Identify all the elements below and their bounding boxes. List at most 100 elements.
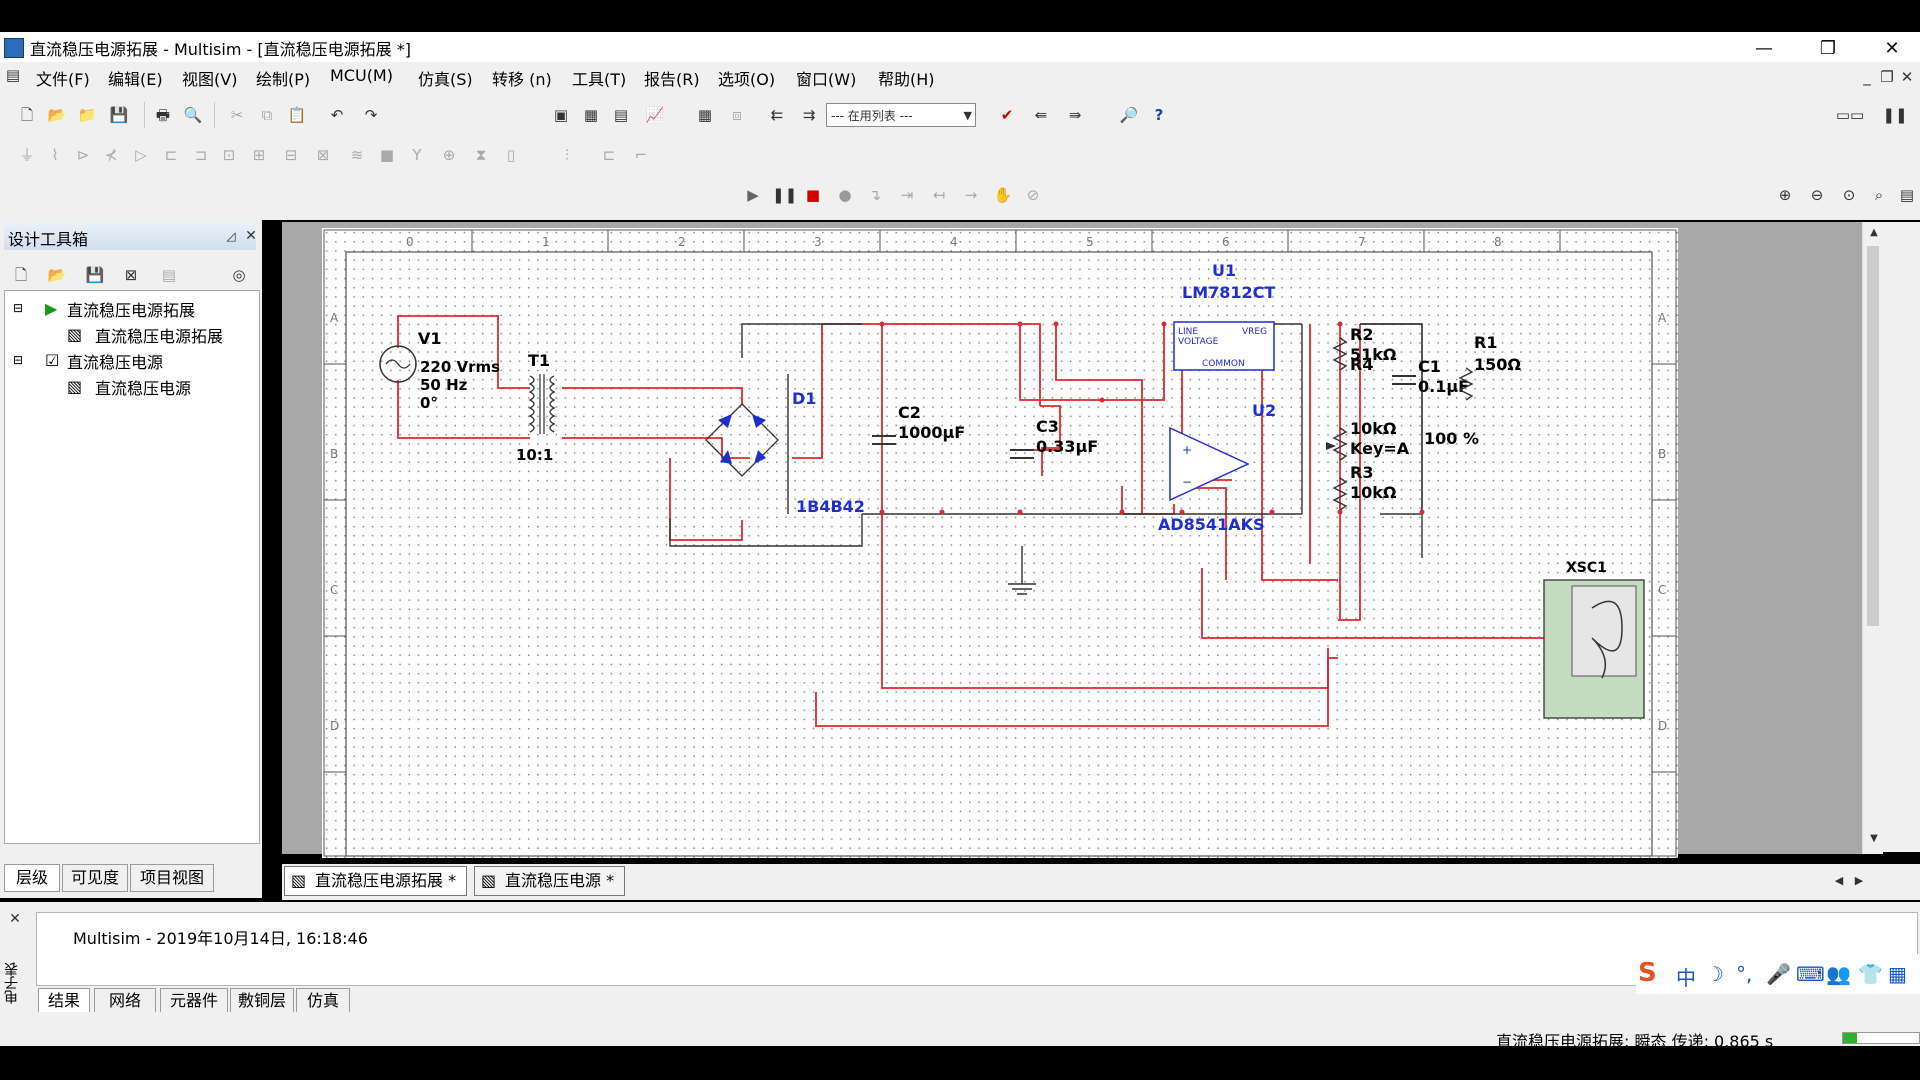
basic-icon[interactable]: ⌇ xyxy=(51,146,59,164)
mcu-comp-icon[interactable]: ⊡ xyxy=(222,146,236,164)
spreadsheet-view-icon[interactable]: ▦ xyxy=(583,106,599,124)
menu-reports[interactable]: 报告(R) xyxy=(644,70,700,89)
indicator-icon[interactable]: ⊟ xyxy=(284,146,298,164)
potentiometer-r4[interactable]: R4 10kΩ Key=A 100 % xyxy=(1326,355,1479,461)
layout-icon[interactable]: ▭▭ xyxy=(1835,106,1865,124)
menu-transfer[interactable]: 转移 (n) xyxy=(492,70,552,89)
transistor-icon[interactable]: ⊀ xyxy=(104,146,118,164)
capacitor-c2[interactable]: C2 1000µF xyxy=(872,403,965,445)
zoom-sheet-icon[interactable]: ⌕ xyxy=(1874,186,1884,204)
rename-icon[interactable]: ▤ xyxy=(161,266,177,284)
vertical-scrollbar[interactable]: ▲ ▼ xyxy=(1862,222,1883,854)
skin-icon[interactable]: 👕 xyxy=(1858,962,1883,986)
tree-item-sheet[interactable]: 直流稳压电源 xyxy=(95,379,192,398)
user-icon[interactable]: 👥 xyxy=(1826,962,1851,986)
tab-project-view[interactable]: 项目视图 xyxy=(130,864,214,892)
menu-options[interactable]: 选项(O) xyxy=(718,70,776,89)
ttl-icon[interactable]: ⊏ xyxy=(164,146,178,164)
misc-icon[interactable]: ≋ xyxy=(350,146,364,164)
bus-icon[interactable]: ⊏ xyxy=(602,146,616,164)
tab-visibility[interactable]: 可见度 xyxy=(62,864,128,892)
collapse-icon[interactable]: ⊟ xyxy=(13,353,24,367)
bridge-rectifier-d1[interactable]: D1 1B4B42 xyxy=(705,389,865,516)
mixed-icon[interactable]: ⊞ xyxy=(252,146,266,164)
grid-icon[interactable]: ▦ xyxy=(1888,962,1907,986)
menu-simulate[interactable]: 仿真(S) xyxy=(418,70,473,89)
tab-simulation[interactable]: 仿真 xyxy=(296,988,350,1014)
document-icon[interactable]: ▤ xyxy=(5,66,21,84)
wire-icon[interactable]: ⌐ xyxy=(634,146,648,164)
electromech-icon[interactable]: Y xyxy=(412,146,422,164)
ime-lang[interactable]: 中 xyxy=(1676,966,1696,990)
rf-icon[interactable]: ■ xyxy=(379,146,395,164)
zoom-in-icon[interactable]: ⊕ xyxy=(1778,186,1792,204)
schematic-sheet[interactable]: 0 1 2 3 4 5 6 7 8 A B C xyxy=(322,228,1678,858)
step-out-icon[interactable]: ↤ xyxy=(932,186,946,204)
resistor-r3[interactable]: R3 10kΩ xyxy=(1332,463,1397,511)
ultiboard-icon[interactable]: ⇛ xyxy=(1068,106,1082,124)
full-screen-icon[interactable]: ▤ xyxy=(1899,186,1915,204)
run-to-cursor-icon[interactable]: → xyxy=(964,186,978,204)
open-sample-icon[interactable]: 📁 xyxy=(77,106,97,124)
hier-block-icon[interactable]: ⫶ xyxy=(565,146,569,164)
menu-tools[interactable]: 工具(T) xyxy=(572,70,627,89)
erc-check-icon[interactable]: ✔ xyxy=(1000,106,1014,124)
tab-hierarchy[interactable]: 层级 xyxy=(4,864,60,892)
menu-help[interactable]: 帮助(H) xyxy=(878,70,935,89)
step-into-icon[interactable]: ↴ xyxy=(868,186,882,204)
undo-icon[interactable]: ↶ xyxy=(330,106,344,124)
paste-icon[interactable]: 📋 xyxy=(287,106,307,124)
checkbox-icon[interactable]: ☑ xyxy=(45,351,60,370)
menu-file[interactable]: 文件(F) xyxy=(36,70,90,89)
sogou-logo-icon[interactable]: S xyxy=(1638,958,1657,988)
postprocessor-icon[interactable]: ▦ xyxy=(697,106,713,124)
oscilloscope-xsc1[interactable]: XSC1 xyxy=(1543,560,1645,719)
connector-icon[interactable]: ⧗ xyxy=(475,146,487,164)
menu-view[interactable]: 视图(V) xyxy=(182,70,238,89)
analog-icon[interactable]: ▷ xyxy=(135,146,147,164)
print-preview-icon[interactable]: 🔍 xyxy=(183,106,203,124)
copy-icon[interactable]: ⧉ xyxy=(261,106,273,124)
resistor-r1[interactable]: R1 150Ω xyxy=(1458,333,1521,401)
in-use-list-select[interactable]: --- 在用列表 --- ▼ xyxy=(826,103,976,127)
mcu-module-icon[interactable]: ▯ xyxy=(506,146,516,164)
help-icon[interactable]: ? xyxy=(1154,106,1164,124)
run-icon[interactable]: ▶ xyxy=(747,186,759,204)
moon-icon[interactable]: ☽ xyxy=(1706,962,1724,986)
remove-breakpoints-icon[interactable]: ⊘ xyxy=(1026,186,1040,204)
save-icon[interactable]: 💾 xyxy=(109,106,129,124)
menu-window[interactable]: 窗口(W) xyxy=(796,70,857,89)
capacitor-c3[interactable]: C3 0.33µF xyxy=(1008,417,1098,595)
keyboard-icon[interactable]: ⌨ xyxy=(1796,962,1825,986)
menu-edit[interactable]: 编辑(E) xyxy=(108,70,163,89)
capacitor-c1[interactable]: C1 0.1µF xyxy=(1392,357,1469,396)
zoom-out-icon[interactable]: ⊖ xyxy=(1810,186,1824,204)
source-v1[interactable]: V1 220 Vrms 50 Hz 0° xyxy=(379,329,500,412)
tab-copper-layers[interactable]: 敷铜层 xyxy=(230,988,294,1014)
resistor-r2[interactable]: R2 51kΩ xyxy=(1332,325,1397,371)
pin-icon[interactable]: ◿ xyxy=(226,229,236,243)
open-icon[interactable]: 📂 xyxy=(47,106,67,124)
tab-prev-icon[interactable]: ◀ xyxy=(1834,874,1844,887)
forward-annotate-icon[interactable]: ⇉ xyxy=(802,106,816,124)
regulator-u1[interactable]: U1 LM7812CT LINE VOLTAGE VREG COMMON xyxy=(1173,261,1275,371)
database-manager-icon[interactable]: ▤ xyxy=(613,106,629,124)
transformer-t1[interactable]: T1 10:1 xyxy=(516,351,556,464)
tab-next-icon[interactable]: ▶ xyxy=(1854,874,1864,887)
tree-item-sheet-ext[interactable]: 直流稳压电源拓展 xyxy=(95,327,224,346)
child-restore-icon[interactable]: ❐ xyxy=(1880,68,1894,86)
scroll-up-icon[interactable]: ▲ xyxy=(1870,227,1878,238)
power-icon[interactable]: ⊠ xyxy=(316,146,330,164)
tab-nets[interactable]: 网络 xyxy=(94,988,156,1014)
opamp-u2[interactable]: + − U2 AD8541AKS xyxy=(1158,401,1276,534)
pause-icon[interactable]: ❚❚ xyxy=(772,186,798,204)
find-icon[interactable]: 🔎 xyxy=(1119,106,1139,124)
transfer-icon[interactable]: ⇚ xyxy=(1034,106,1048,124)
step-over-icon[interactable]: ⇥ xyxy=(900,186,914,204)
tab-sheet[interactable]: ▧ 直流稳压电源 * xyxy=(474,866,626,896)
source-icon[interactable]: ⏚ xyxy=(19,146,35,164)
cmos-icon[interactable]: ⊐ xyxy=(194,146,208,164)
tab-results[interactable]: 结果 xyxy=(38,988,90,1014)
close-icon[interactable]: ✕ xyxy=(245,228,257,244)
open-design-icon[interactable]: 📂 xyxy=(47,266,67,284)
